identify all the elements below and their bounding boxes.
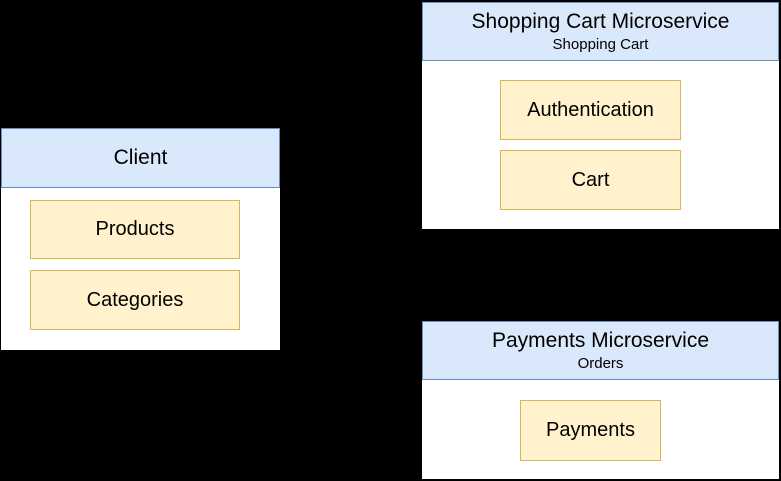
client-container-header: Client (1, 128, 280, 188)
payments-container-body: Payments (422, 380, 779, 479)
shopping-cart-container: Shopping Cart Microservice Shopping Cart… (422, 2, 779, 229)
categories-node: Categories (30, 270, 240, 330)
payments-container-header: Payments Microservice Orders (422, 321, 779, 380)
products-node: Products (30, 200, 240, 259)
payments-container-subtitle: Orders (577, 354, 624, 372)
payments-container: Payments Microservice Orders Payments (422, 321, 779, 479)
client-container-body: Products Categories (1, 188, 280, 350)
payments-node: Payments (520, 400, 661, 461)
cart-node: Cart (500, 150, 681, 210)
shopping-cart-container-body: Authentication Cart (422, 61, 779, 229)
client-container-title: Client (113, 146, 168, 169)
payments-container-title: Payments Microservice (491, 328, 710, 352)
shopping-cart-container-subtitle: Shopping Cart (552, 35, 649, 53)
authentication-node: Authentication (500, 80, 681, 140)
client-container: Client Products Categories (1, 128, 280, 350)
shopping-cart-container-title: Shopping Cart Microservice (471, 9, 730, 33)
shopping-cart-container-header: Shopping Cart Microservice Shopping Cart (422, 2, 779, 61)
